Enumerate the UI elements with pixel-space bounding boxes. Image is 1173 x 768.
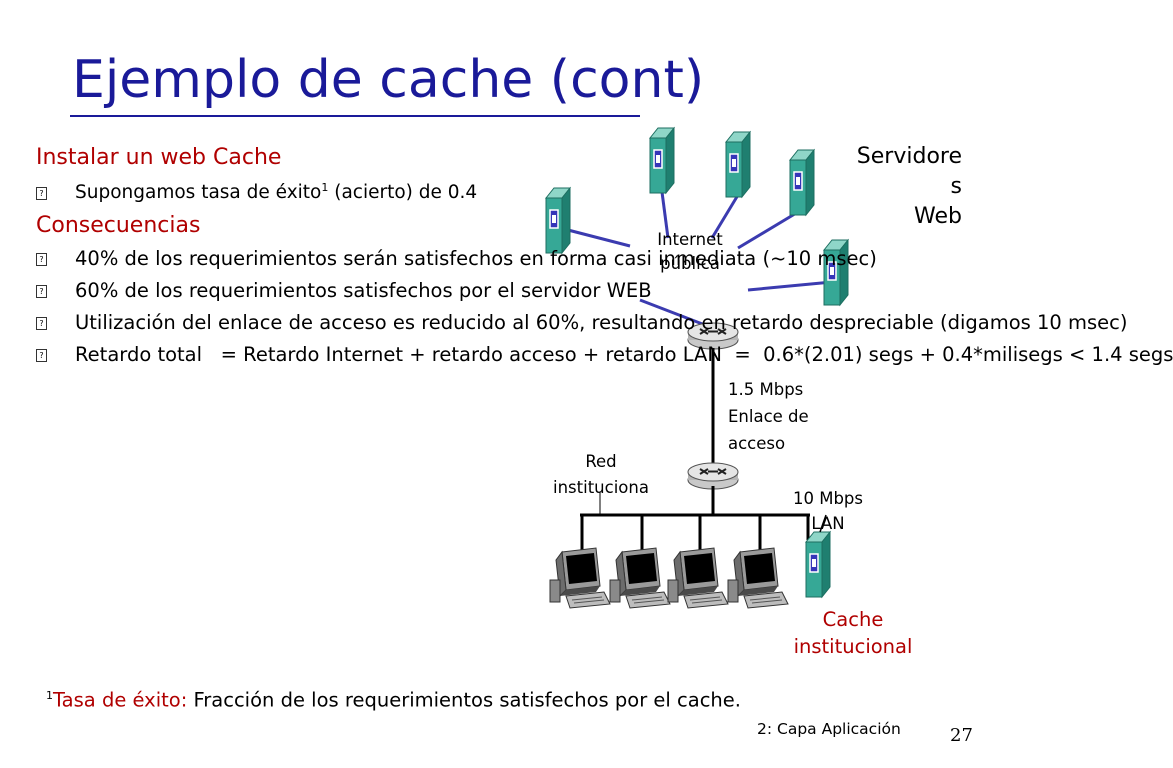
bullet-marker-icon: ? (36, 349, 47, 362)
internet-label: Internet pública (657, 230, 723, 273)
bullet-marker-icon: ? (36, 186, 47, 200)
chapter-label: 2: Capa Aplicación (757, 720, 901, 738)
footnote: 1Tasa de éxito: Fracción de los requerim… (46, 688, 741, 712)
section-heading-install: Instalar un web Cache (36, 145, 282, 170)
pc-icon (667, 547, 729, 609)
page-number: 27 (950, 725, 973, 746)
pc-icon (549, 547, 611, 609)
bullet-item: ?Retardo total = Retardo Internet + reta… (36, 343, 1173, 366)
bullet-item: ?40% de los requerimientos serán satisfe… (36, 247, 877, 270)
bullet-marker-icon: ? (36, 253, 47, 266)
section-heading-consequences: Consecuencias (36, 213, 201, 238)
bullet-marker-icon: ? (36, 285, 47, 298)
pc-icon (727, 547, 789, 609)
bullet-item: ?60% de los requerimientos satisfechos p… (36, 279, 652, 302)
network-diagram (545, 127, 849, 609)
pc-icon (609, 547, 671, 609)
access-link-label: 1.5 Mbps Enlace de acceso (728, 380, 809, 453)
web-server-icon (649, 127, 675, 194)
institutional-router-icon (687, 462, 739, 490)
web-servers-label: Servidore s Web (856, 144, 962, 229)
bullet-item: ?Utilización del enlace de acceso es red… (36, 311, 1127, 334)
lan-label: 10 Mbps LAN (792, 489, 864, 533)
page-title: Ejemplo de cache (cont) (72, 50, 705, 110)
web-server-icon (725, 131, 751, 198)
institutional-cache-label: Cache institucional (793, 608, 913, 658)
institutional-network-label: Red instituciona (553, 452, 649, 497)
title-underline (70, 115, 640, 117)
web-server-icon (545, 187, 571, 254)
web-server-icon (789, 149, 815, 216)
bullet-item: ?Supongamos tasa de éxito1 (acierto) de … (36, 181, 477, 203)
bullet-marker-icon: ? (36, 317, 47, 330)
cache-server-icon (805, 531, 831, 598)
slide: Ejemplo de cache (cont) Instalar un web … (36, 50, 1173, 746)
